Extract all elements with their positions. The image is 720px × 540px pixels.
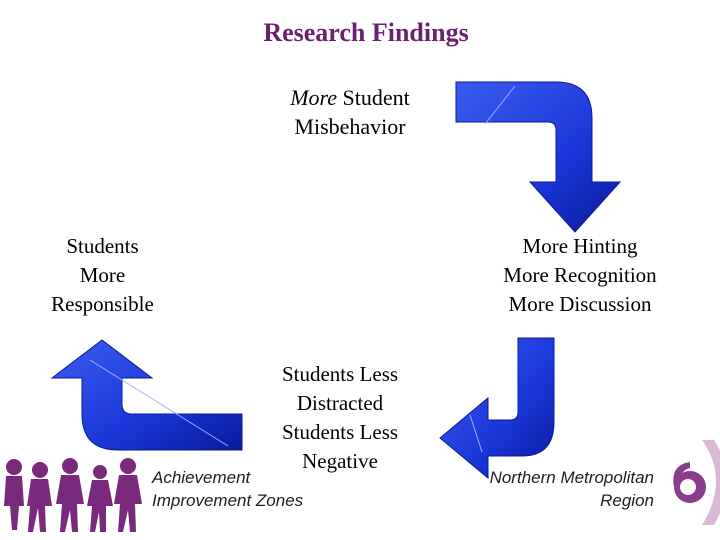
- cycle-arrow-top-right: [456, 82, 620, 232]
- footer-region-name: Northern Metropolitan Region: [490, 466, 654, 512]
- cycle-label-left-line: Students: [20, 232, 185, 261]
- region-logo-icon: [673, 440, 720, 525]
- cycle-label-right-line: More Discussion: [470, 290, 690, 319]
- cycle-label-left-line: Responsible: [20, 290, 185, 319]
- cycle-label-bottom: Students Less Distracted Students Less N…: [250, 360, 430, 476]
- cycle-label-bottom-line: Students Less: [250, 360, 430, 389]
- footer-org-line: Achievement: [152, 466, 303, 489]
- cycle-label-right-line: More Recognition: [470, 261, 690, 290]
- cycle-label-top-line1: More Student: [250, 83, 450, 112]
- cycle-label-right: More Hinting More Recognition More Discu…: [470, 232, 690, 319]
- footer-region-line: Northern Metropolitan: [490, 466, 654, 489]
- page-title: Research Findings: [0, 18, 720, 48]
- cycle-label-top-rest: Student: [337, 85, 410, 110]
- children-silhouette-logo: [4, 458, 142, 532]
- cycle-label-top-line2: Misbehavior: [250, 112, 450, 141]
- footer-org-name: Achievement Improvement Zones: [152, 466, 303, 512]
- cycle-label-top: More Student Misbehavior: [250, 83, 450, 141]
- cycle-label-right-line: More Hinting: [470, 232, 690, 261]
- cycle-label-left: Students More Responsible: [20, 232, 185, 319]
- cycle-arrow-bottom-right: [440, 338, 554, 478]
- cycle-label-bottom-line: Students Less: [250, 418, 430, 447]
- cycle-label-left-line: More: [20, 261, 185, 290]
- cycle-label-top-lead: More: [290, 85, 337, 110]
- footer-org-line: Improvement Zones: [152, 489, 303, 512]
- footer-region-line: Region: [490, 489, 654, 512]
- cycle-label-bottom-line: Distracted: [250, 389, 430, 418]
